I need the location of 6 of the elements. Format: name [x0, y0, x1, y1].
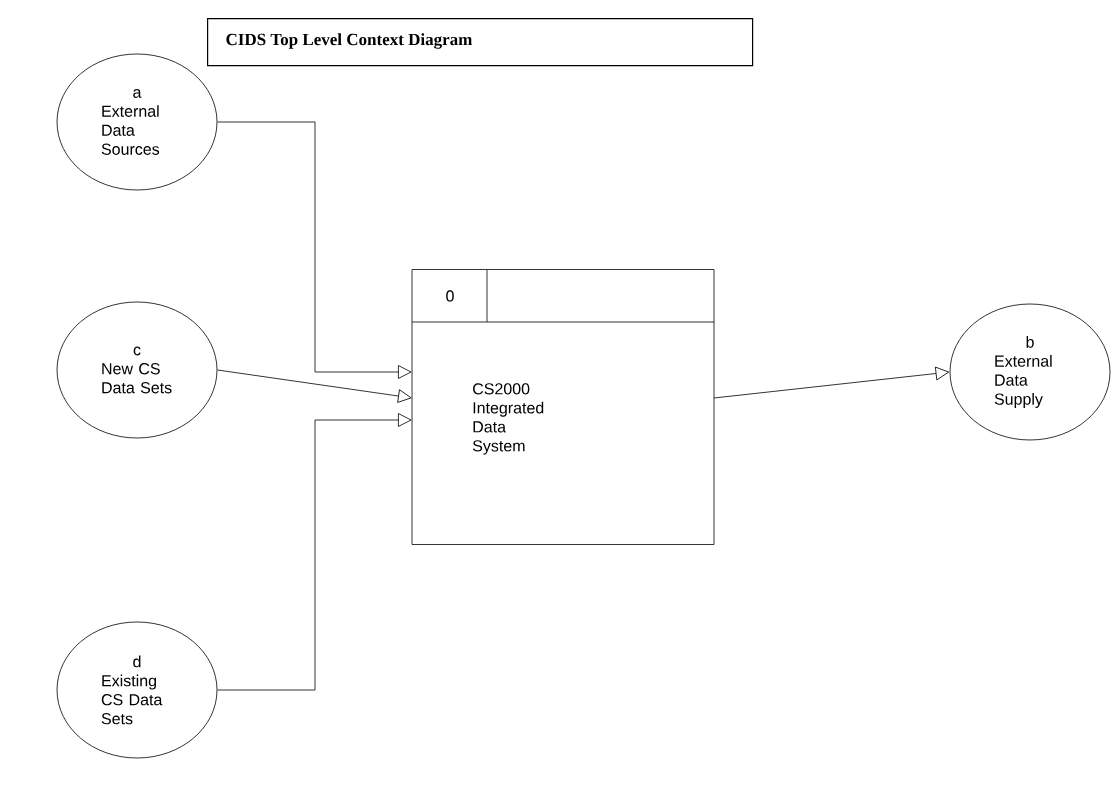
arrow: [217, 369, 412, 403]
arrow: [217, 413, 412, 691]
process-box: 0 CS2000 Integrated Data System: [411, 269, 715, 545]
arrow: [217, 121, 412, 379]
arrow: [713, 366, 950, 399]
title-box: CIDS Top Level Context Diagram: [207, 18, 754, 67]
